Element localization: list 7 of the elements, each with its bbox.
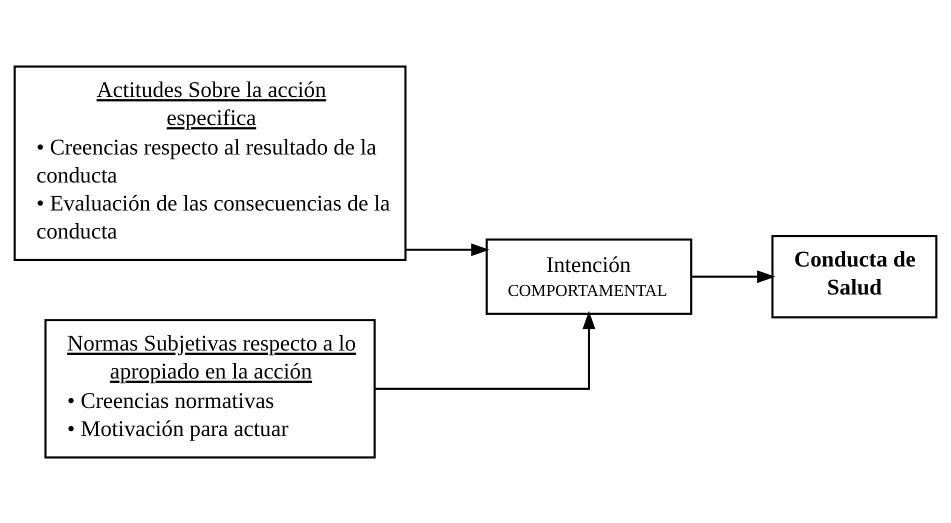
arrow (406, 242, 490, 256)
node-box: Normas Subjetivas respecto a lo apropiado en la acción • Creencias normativas • Motivación para actuar (44, 318, 376, 458)
node-box: Conducta de Salud (771, 234, 938, 318)
arrow (375, 310, 596, 390)
node-box: Intención COMPORTAMENTAL (486, 238, 692, 314)
node-box: Actitudes Sobre la acción especifica • Creencias respecto al resultado de la conducta • Evaluación de las consecuencias de la conducta (14, 65, 407, 260)
arrow (692, 270, 776, 283)
